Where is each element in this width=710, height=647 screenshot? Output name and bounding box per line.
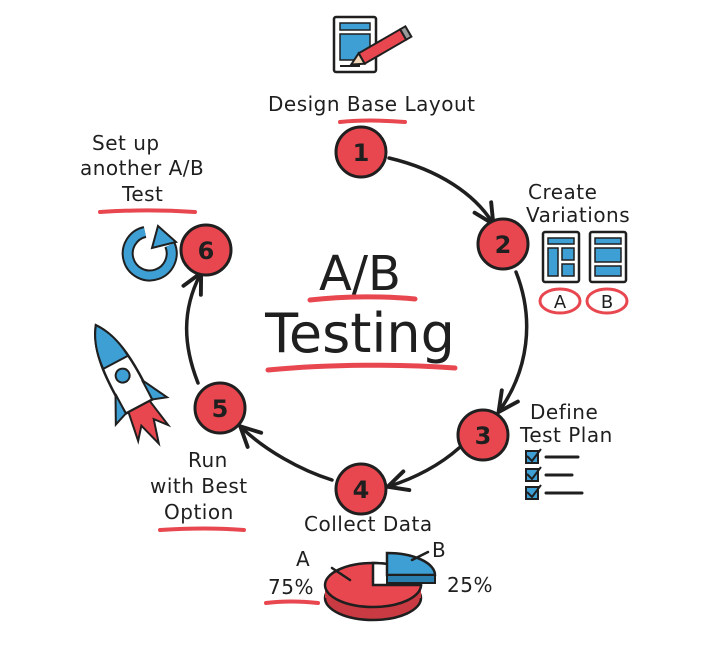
step-1-circle: 1 [334,125,388,179]
step-6-label-line1: Set up [92,131,160,155]
title-ab: A/B [319,246,401,302]
title-testing: Testing [265,302,455,365]
step-5-label-line1: Run [188,448,228,472]
underline-step-1 [338,118,407,124]
step-3-label-line2: Test Plan [520,423,613,447]
step-5-label-line3: Option [164,500,234,524]
svg-text:4: 4 [353,476,370,504]
underline-title-ab [307,294,418,303]
step-3-circle: 3 [456,408,510,462]
underline-pie-a [264,599,320,605]
arrow-1-to-2 [387,156,492,222]
underline-step-6 [98,208,197,214]
pie-chart-icon [323,550,437,622]
pie-a-value: 75% [268,575,314,599]
arrow-5-to-6 [187,275,200,385]
step-3-label-line1: Define [530,400,599,424]
step-5-circle: 5 [193,381,247,435]
step-5-label-line2: with Best [150,474,248,498]
step-2-label-line1: Create [528,180,598,204]
step-6-label-line2: another A/B [80,156,205,180]
variation-b-label: B [601,292,613,313]
svg-text:1: 1 [353,139,370,167]
pie-b-value: 25% [447,573,493,597]
pie-a-label: A [296,547,311,571]
checklist-icon [525,448,584,500]
step-6-circle: 6 [179,223,233,277]
layout-icon: A B [538,230,629,315]
pencil-icon [332,15,413,74]
svg-text:3: 3 [475,422,492,450]
arrow-4-to-5 [242,428,334,482]
step-2-label-line2: Variations [526,203,631,227]
step-4-circle: 4 [334,462,388,516]
svg-text:2: 2 [495,231,512,259]
arrow-2-to-3 [500,270,529,410]
underline-title-testing [265,362,458,373]
pie-b-label: B [432,538,447,562]
refresh-icon [121,224,179,282]
svg-text:5: 5 [212,395,229,423]
step-4-label: Collect Data [304,512,433,536]
step-2-circle: 2 [476,217,530,271]
underline-step-5 [158,526,246,532]
variation-a-label: A [554,292,567,313]
step-6-label-line3: Test [122,182,164,206]
step-1-label: Design Base Layout [268,92,476,116]
arrow-3-to-4 [390,446,461,486]
rocket-icon [93,323,172,447]
svg-text:6: 6 [198,237,215,265]
